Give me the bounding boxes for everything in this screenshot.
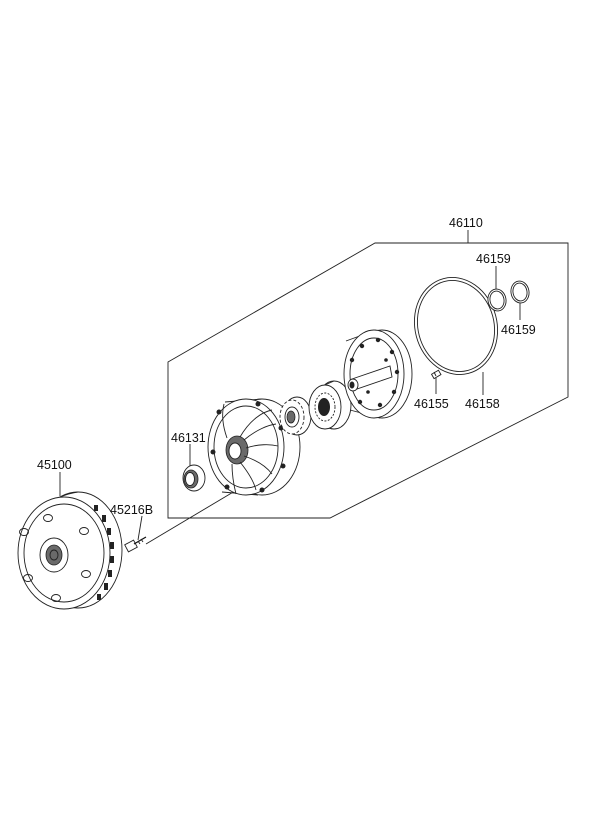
label-ring-lower: 46159 — [501, 323, 536, 337]
pump-housing — [207, 398, 301, 496]
pin — [430, 369, 442, 380]
label-assembly: 46110 — [449, 216, 483, 230]
label-oil-seal: 46131 — [171, 431, 206, 445]
ring-lower — [510, 280, 530, 304]
oil-seal — [182, 464, 206, 492]
label-ring-upper: 46159 — [476, 252, 511, 266]
pump-cover — [343, 329, 413, 419]
o-ring — [413, 277, 499, 375]
label-converter: 45100 — [37, 458, 72, 472]
ring-upper — [487, 288, 507, 312]
label-o-ring: 46158 — [465, 397, 500, 411]
outer-gear — [308, 380, 352, 430]
torque-converter — [17, 491, 123, 610]
bolt-axis-line — [145, 487, 241, 545]
assembly-boundary — [167, 242, 569, 519]
label-pin: 46155 — [414, 397, 449, 411]
inner-gear — [279, 396, 312, 436]
bolt — [124, 536, 147, 553]
leader-lines — [59, 230, 521, 541]
label-bolt: 45216B — [110, 503, 153, 517]
